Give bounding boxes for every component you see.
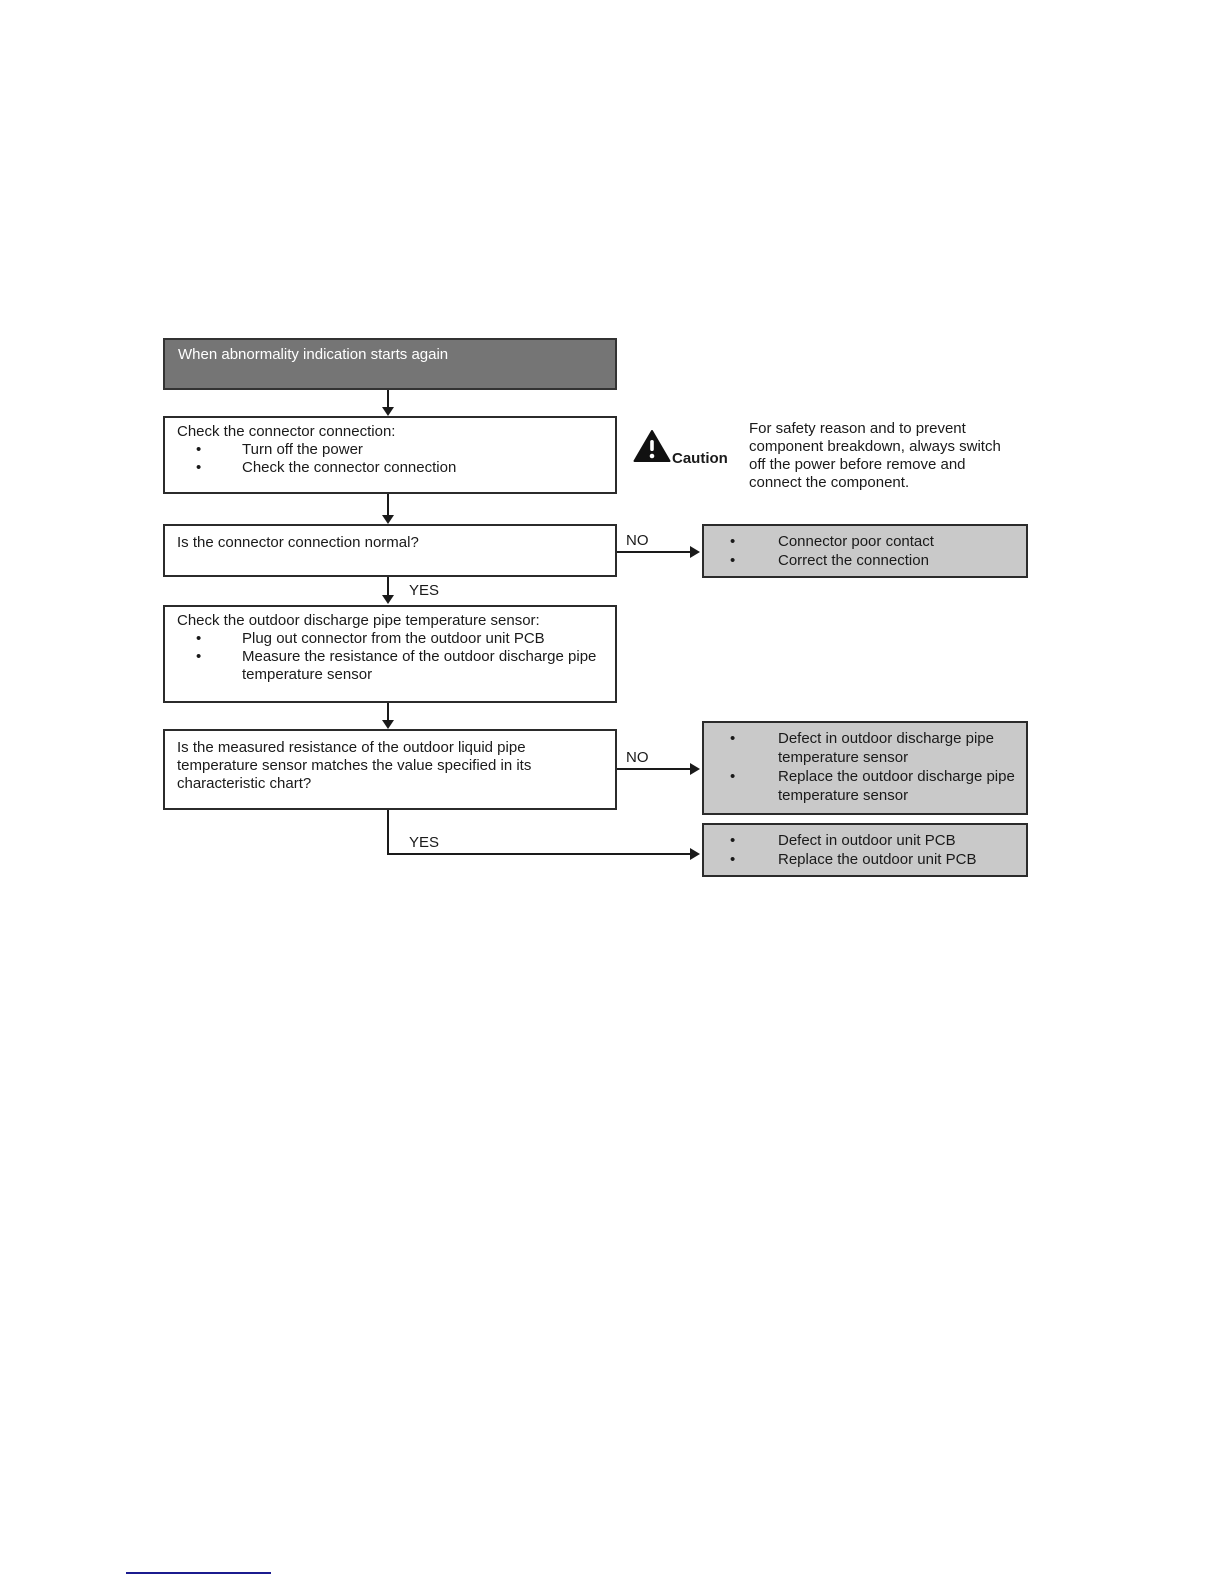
- arrow-right-icon-3: [690, 848, 700, 860]
- bullet-icon: [714, 767, 778, 786]
- decision-resistance-match: Is the measured resistance of the outdoo…: [163, 729, 617, 810]
- caution-text: For safety reason and to prevent compone…: [749, 420, 1001, 491]
- bullet-icon: [714, 850, 778, 869]
- process-check-sensor-title: Check the outdoor discharge pipe tempera…: [177, 612, 540, 629]
- bullet-text: Measure the resistance of the outdoor di…: [242, 648, 597, 683]
- bullet-icon: [177, 459, 242, 477]
- bullet-text: Defect in outdoor unit PCB: [778, 832, 956, 849]
- warning-triangle-icon: [633, 429, 671, 463]
- connector-line-1: [387, 390, 389, 408]
- list-item: Measure the resistance of the outdoor di…: [177, 648, 603, 684]
- arrow-right-icon-1: [690, 546, 700, 558]
- bullet-text: Defect in outdoor discharge pipe tempera…: [778, 730, 994, 766]
- result-connector: Connector poor contact Correct the conne…: [702, 524, 1028, 578]
- process-check-sensor: Check the outdoor discharge pipe tempera…: [163, 605, 617, 703]
- bullet-icon: [714, 729, 778, 748]
- result-pcb: Defect in outdoor unit PCB Replace the o…: [702, 823, 1028, 877]
- list-item: Replace the outdoor discharge pipe tempe…: [714, 767, 1016, 805]
- branch-label-no-2: NO: [626, 749, 649, 766]
- start-node-label: When abnormality indication starts again: [178, 346, 449, 363]
- connector-line-no-2: [617, 768, 692, 770]
- list-item: Defect in outdoor unit PCB: [714, 831, 1016, 850]
- bullet-text: Correct the connection: [778, 552, 929, 569]
- branch-label-yes-1: YES: [409, 582, 440, 599]
- bullet-text: Turn off the power: [242, 441, 363, 458]
- arrow-down-icon-2: [382, 515, 394, 524]
- bullet-icon: [714, 551, 778, 570]
- list-item: Replace the outdoor unit PCB: [714, 850, 1016, 869]
- caution-label: Caution: [672, 450, 728, 467]
- process-check-connector: Check the connector connection: Turn off…: [163, 416, 617, 494]
- arrow-right-icon-2: [690, 763, 700, 775]
- result-sensor: Defect in outdoor discharge pipe tempera…: [702, 721, 1028, 815]
- bullet-text: Replace the outdoor discharge pipe tempe…: [778, 768, 1015, 804]
- bullet-icon: [177, 441, 242, 459]
- bullet-icon: [177, 630, 242, 648]
- connector-line-no-1: [617, 551, 692, 553]
- list-item: Defect in outdoor discharge pipe tempera…: [714, 729, 1016, 767]
- branch-label-no-1: NO: [626, 532, 649, 549]
- bullet-icon: [714, 532, 778, 551]
- connector-line-yes-2-horizontal: [387, 853, 690, 855]
- bullet-text: Connector poor contact: [778, 533, 934, 550]
- branch-label-yes-2: YES: [409, 834, 440, 851]
- bullet-icon: [714, 831, 778, 850]
- list-item: Correct the connection: [714, 551, 1016, 570]
- connector-line-yes-1: [387, 577, 389, 596]
- connector-line-yes-2-vertical: [387, 810, 389, 855]
- footer-rule-line: [126, 1572, 271, 1574]
- list-item: Connector poor contact: [714, 532, 1016, 551]
- start-node: When abnormality indication starts again: [163, 338, 617, 390]
- bullet-icon: [177, 648, 242, 666]
- decision-connector-normal: Is the connector connection normal?: [163, 524, 617, 577]
- process-check-connector-title: Check the connector connection:: [177, 423, 396, 440]
- arrow-down-icon-3: [382, 595, 394, 604]
- bullet-text: Replace the outdoor unit PCB: [778, 851, 977, 868]
- decision-resistance-match-label: Is the measured resistance of the outdoo…: [177, 739, 532, 792]
- arrow-down-icon-4: [382, 720, 394, 729]
- connector-line-2: [387, 494, 389, 516]
- decision-connector-normal-label: Is the connector connection normal?: [177, 534, 419, 551]
- list-item: Check the connector connection: [177, 459, 603, 477]
- list-item: Turn off the power: [177, 441, 603, 459]
- bullet-text: Plug out connector from the outdoor unit…: [242, 630, 545, 647]
- arrow-down-icon-1: [382, 407, 394, 416]
- list-item: Plug out connector from the outdoor unit…: [177, 630, 603, 648]
- connector-line-3: [387, 703, 389, 721]
- bullet-text: Check the connector connection: [242, 459, 457, 476]
